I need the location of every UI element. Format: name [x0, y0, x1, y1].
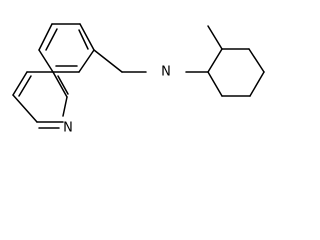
benzene-ring — [38, 23, 95, 73]
bond-c2-c3 — [12, 94, 38, 123]
molecule-canvas: N N — [12, 23, 265, 136]
bond-c4a-c5 — [38, 49, 54, 73]
pyridine-ring — [12, 71, 69, 129]
amine-nitrogen-label: N — [161, 65, 171, 80]
double-bond-c7-c8 — [78, 29, 89, 50]
linker — [93, 49, 209, 73]
bond-c4a-c8a — [52, 71, 68, 98]
bond-c3-c4 — [12, 71, 28, 96]
bond-c3-c4 — [248, 48, 265, 73]
bond-c8-ch2 — [93, 49, 123, 73]
bond-c7-c8 — [79, 23, 95, 51]
cyclohexane-ring — [207, 25, 265, 97]
bond-c1-c2 — [207, 48, 223, 73]
bond-c6-c1 — [207, 71, 223, 97]
bond-c4-c5 — [249, 71, 265, 97]
double-bond-c5-c6 — [45, 28, 58, 51]
molecule-structure: N N — [12, 23, 265, 136]
double-bond-c3-c4 — [18, 75, 32, 97]
ring-nitrogen-label: N — [63, 121, 73, 136]
bond-c5-c6 — [38, 23, 53, 51]
methyl-bond — [207, 25, 223, 50]
bond-c8-c8a — [78, 49, 95, 73]
double-bond-c4a-c8a — [57, 75, 69, 95]
bond-c8a-n1 — [62, 96, 68, 117]
